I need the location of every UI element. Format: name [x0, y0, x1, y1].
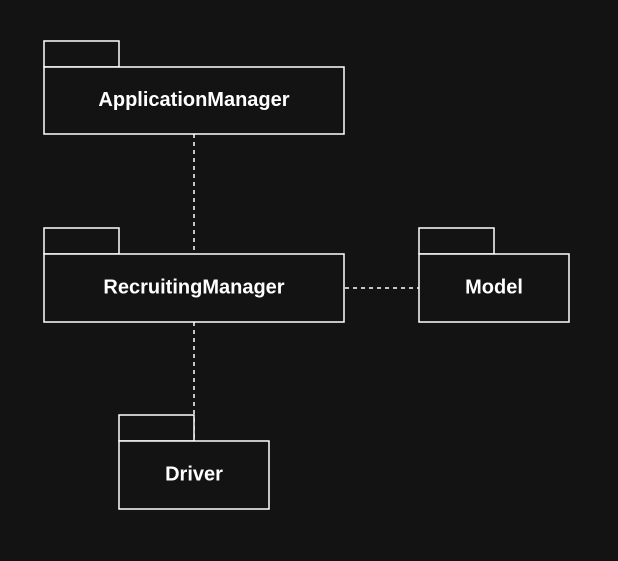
package-body — [118, 440, 270, 510]
package-label-driver: Driver — [165, 463, 223, 485]
package-recruiting-manager[interactable]: RecruitingManager — [43, 227, 345, 323]
package-body — [43, 66, 345, 135]
package-application-manager[interactable]: ApplicationManager — [43, 40, 345, 135]
package-tab — [418, 227, 495, 255]
package-tab — [118, 414, 195, 442]
package-body — [43, 253, 345, 323]
package-driver[interactable]: Driver — [118, 414, 270, 510]
package-model[interactable]: Model — [418, 227, 570, 323]
package-label-recruiting-manager: RecruitingManager — [103, 276, 284, 298]
package-body — [418, 253, 570, 323]
package-tab — [43, 227, 120, 255]
package-label-model: Model — [465, 276, 523, 298]
package-tab — [43, 40, 120, 68]
package-label-application-manager: ApplicationManager — [98, 89, 289, 111]
